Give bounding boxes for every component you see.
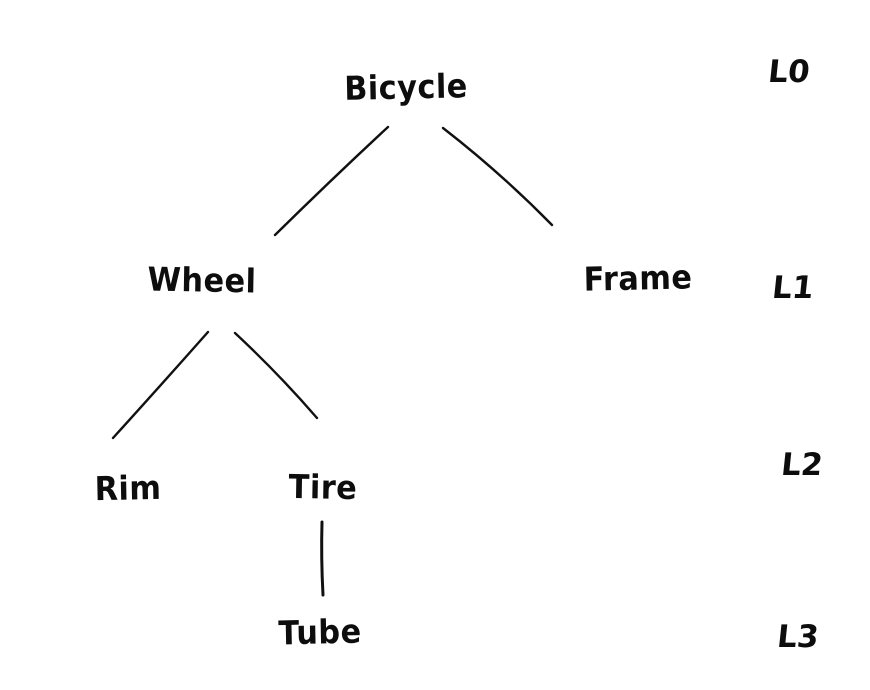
level-label-l3: L3 (775, 619, 821, 655)
node-label-wheel: Wheel (147, 259, 257, 301)
level-label-l2: L2 (779, 447, 825, 483)
edge-tire-tube (320, 520, 325, 597)
node-label-tube: Tube (278, 611, 362, 653)
node-label-frame: Frame (583, 257, 693, 299)
edge-bicycle-wheel (273, 125, 390, 237)
node-label-tire: Tire (288, 466, 358, 508)
node-label-rim: Rim (94, 467, 162, 509)
level-label-l1: L1 (770, 270, 816, 306)
node-label-bicycle: Bicycle (343, 66, 469, 108)
level-label-l0: L0 (766, 54, 812, 90)
edge-wheel-tire (233, 331, 319, 420)
edge-bicycle-frame (441, 126, 554, 227)
edge-wheel-rim (111, 330, 210, 440)
